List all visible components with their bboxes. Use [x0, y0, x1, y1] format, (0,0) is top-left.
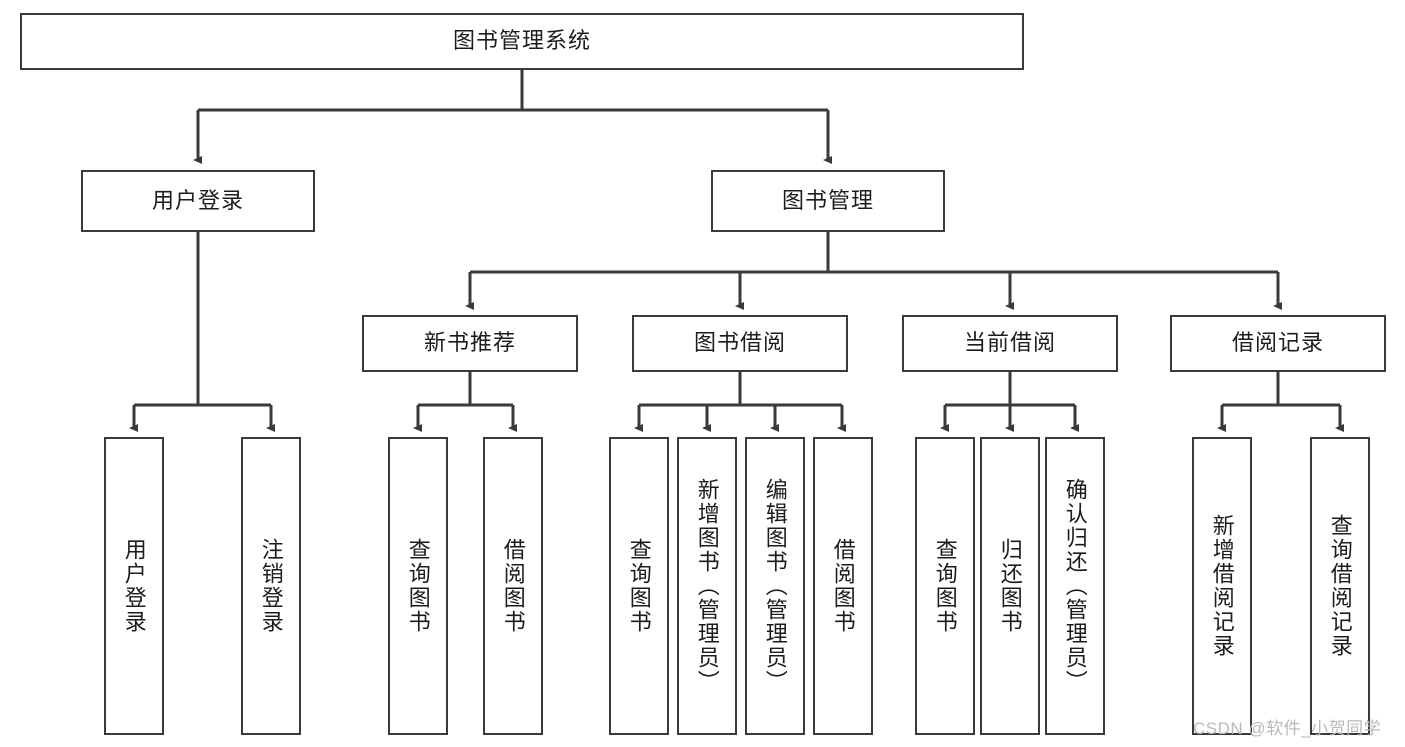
node-leaf-borrow-book-1[interactable]: 借阅图书: [483, 437, 543, 735]
node-label: 编辑图书（管理员）: [762, 478, 788, 694]
node-label: 用户登录: [151, 187, 244, 213]
node-label: 图书管理系统: [452, 28, 591, 54]
node-label: 新增图书（管理员）: [694, 478, 720, 694]
node-current-borrow[interactable]: 当前借阅: [902, 315, 1118, 372]
node-leaf-borrow-book-2[interactable]: 借阅图书: [813, 437, 873, 735]
node-leaf-query-book-2[interactable]: 查询图书: [609, 437, 669, 735]
node-book-management[interactable]: 图书管理: [711, 170, 945, 232]
node-leaf-query-book-3[interactable]: 查询图书: [915, 437, 975, 735]
node-label: 查询图书: [626, 538, 652, 634]
node-label: 查询图书: [932, 538, 958, 634]
node-leaf-user-login[interactable]: 用户登录: [104, 437, 164, 735]
node-new-book-recommend[interactable]: 新书推荐: [362, 315, 578, 372]
node-leaf-query-book-1[interactable]: 查询图书: [388, 437, 448, 735]
node-label: 查询图书: [405, 538, 431, 634]
node-leaf-return-book[interactable]: 归还图书: [980, 437, 1040, 735]
node-label: 借阅图书: [500, 538, 526, 634]
node-leaf-add-book[interactable]: 新增图书（管理员）: [677, 437, 737, 735]
node-label: 借阅记录: [1231, 330, 1324, 356]
node-label: 归还图书: [997, 538, 1023, 634]
node-root-book-management-system[interactable]: 图书管理系统: [20, 13, 1024, 70]
node-label: 新书推荐: [423, 330, 516, 356]
watermark-text: CSDN @软件_小贺同学: [1193, 719, 1382, 738]
node-label: 图书借阅: [693, 330, 786, 356]
node-label: 注销登录: [258, 538, 284, 634]
node-user-login[interactable]: 用户登录: [81, 170, 315, 232]
node-book-borrow[interactable]: 图书借阅: [632, 315, 848, 372]
node-label: 查询借阅记录: [1327, 514, 1353, 658]
node-label: 确认归还（管理员）: [1062, 478, 1088, 694]
node-leaf-add-record[interactable]: 新增借阅记录: [1192, 437, 1252, 735]
node-leaf-query-record[interactable]: 查询借阅记录: [1310, 437, 1370, 735]
node-label: 图书管理: [781, 187, 874, 213]
node-label: 借阅图书: [830, 538, 856, 634]
node-leaf-edit-book[interactable]: 编辑图书（管理员）: [745, 437, 805, 735]
node-borrow-record[interactable]: 借阅记录: [1170, 315, 1386, 372]
node-label: 新增借阅记录: [1209, 514, 1235, 658]
node-leaf-logout[interactable]: 注销登录: [241, 437, 301, 735]
node-label: 当前借阅: [963, 330, 1056, 356]
node-leaf-confirm-return[interactable]: 确认归还（管理员）: [1045, 437, 1105, 735]
node-label: 用户登录: [121, 538, 147, 634]
